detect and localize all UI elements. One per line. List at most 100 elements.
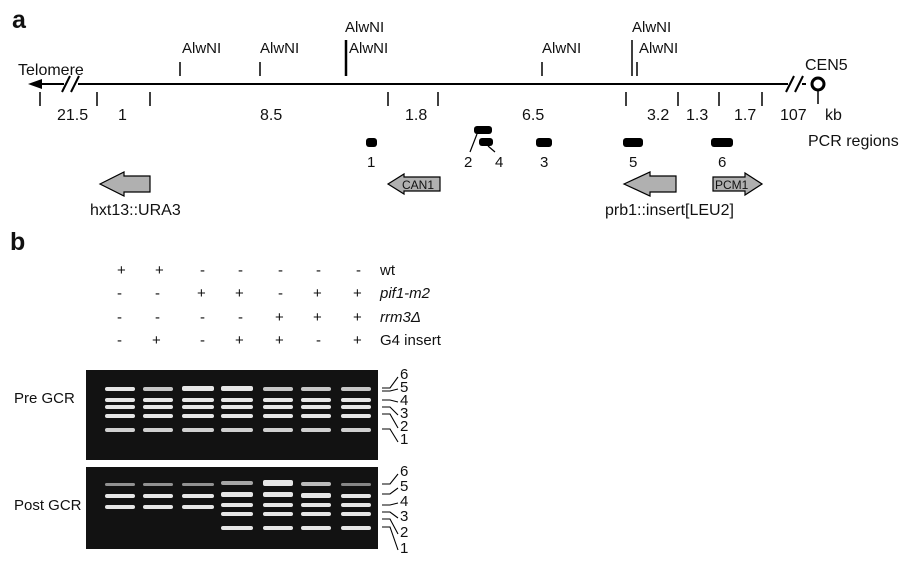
kb-unit-label: kb	[825, 107, 842, 124]
centromere-circle-icon	[810, 76, 826, 92]
panel-b-label: b	[10, 228, 25, 256]
genotype-table: + + - - - - - wt - - + + - + + pif1-m2 -…	[117, 262, 442, 349]
genotype-row-g4: - + - + + - + G4 insert	[117, 332, 442, 349]
svg-text:-: -	[117, 285, 122, 302]
pre-band-4: 4	[400, 392, 408, 409]
svg-text:-: -	[200, 332, 205, 349]
prb1-label: prb1::insert[LEU2]	[605, 202, 734, 219]
distance-2: 1	[118, 107, 127, 124]
pre-band-6: 6	[400, 366, 408, 383]
distance-3: 8.5	[260, 107, 282, 124]
pcr-label-5: 5	[629, 154, 637, 171]
pcr-regions-label: PCR regions	[808, 133, 899, 150]
post-band-3: 3	[400, 508, 408, 525]
distance-4: 1.8	[405, 107, 427, 124]
pcr-label-1: 1	[367, 154, 375, 171]
svg-text:+: +	[152, 332, 161, 349]
post-gcr-label: Post GCR	[14, 497, 82, 514]
genotype-label-rrm3: rrm3Δ	[380, 309, 421, 326]
pre-band-1: 1	[400, 431, 408, 448]
svg-text:-: -	[356, 262, 361, 279]
cen5-label: CEN5	[805, 57, 848, 74]
break-mark-left-2	[70, 75, 80, 93]
genotype-label-pif1: pif1-m2	[379, 285, 431, 302]
svg-text:-: -	[155, 309, 160, 326]
svg-text:+: +	[353, 285, 362, 302]
pre-gcr-band-leaders	[382, 376, 399, 443]
genotype-row-pif1: - - + + - + + pif1-m2	[117, 285, 431, 302]
post-band-4: 4	[400, 493, 408, 510]
svg-text:-: -	[200, 309, 205, 326]
post-gcr-bands	[105, 480, 371, 530]
pcr-label-6: 6	[718, 154, 726, 171]
pcr-2-leader	[469, 133, 478, 153]
pcr-label-2: 2	[464, 154, 472, 171]
pre-band-5: 5	[400, 379, 408, 396]
svg-text:+: +	[155, 262, 164, 279]
distance-8: 1.7	[734, 107, 756, 124]
post-band-5: 5	[400, 478, 408, 495]
pcr-label-4: 4	[495, 154, 503, 171]
svg-text:+: +	[235, 285, 244, 302]
svg-text:-: -	[117, 309, 122, 326]
genotype-row-rrm3: - - - - + + + rrm3Δ	[117, 309, 421, 326]
svg-text:+: +	[353, 332, 362, 349]
hxt13-arrow-icon	[98, 171, 151, 197]
break-mark-right-2	[794, 75, 804, 93]
svg-text:+: +	[197, 285, 206, 302]
pre-band-2: 2	[400, 418, 408, 435]
can1-arrow-icon	[386, 172, 441, 196]
site-label-3: AlwNI	[345, 19, 384, 36]
telomere-label: Telomere	[18, 62, 84, 79]
restriction-site-ticks	[179, 40, 638, 76]
can1-label: CAN1	[402, 178, 434, 192]
svg-text:+: +	[275, 332, 284, 349]
prb1-arrow-icon	[622, 171, 677, 197]
svg-text:+: +	[235, 332, 244, 349]
svg-text:-: -	[155, 285, 160, 302]
site-label-4: AlwNI	[349, 40, 388, 57]
hxt13-label: hxt13::URA3	[90, 202, 181, 219]
svg-text:-: -	[117, 332, 122, 349]
pcm1-arrow-icon	[712, 171, 764, 197]
pcr-region-bars	[366, 126, 733, 147]
svg-text:-: -	[316, 332, 321, 349]
site-label-2: AlwNI	[260, 40, 299, 57]
post-band-1: 1	[400, 540, 408, 557]
site-label-6: AlwNI	[632, 19, 671, 36]
genotype-label-g4: G4 insert	[380, 332, 442, 349]
distance-5: 6.5	[522, 107, 544, 124]
site-label-7: AlwNI	[639, 40, 678, 57]
svg-text:-: -	[238, 262, 243, 279]
distance-6: 3.2	[647, 107, 669, 124]
break-mark-left-1	[61, 75, 71, 93]
svg-text:+: +	[353, 309, 362, 326]
panel-a-label: a	[12, 6, 27, 34]
genotype-row-wt: + + - - - - - wt	[117, 262, 396, 279]
post-band-2: 2	[400, 524, 408, 541]
site-label-1: AlwNI	[182, 40, 221, 57]
distance-9: 107	[780, 107, 807, 124]
svg-text:+: +	[313, 285, 322, 302]
svg-text:-: -	[278, 262, 283, 279]
svg-text:-: -	[278, 285, 283, 302]
pre-gcr-bands	[105, 386, 371, 432]
telomere-arrow-icon	[28, 79, 42, 89]
distance-ticks	[39, 92, 763, 106]
distance-1: 21.5	[57, 107, 88, 124]
svg-text:-: -	[200, 262, 205, 279]
pcr-label-3: 3	[540, 154, 548, 171]
pre-band-3: 3	[400, 405, 408, 422]
svg-text:+: +	[313, 309, 322, 326]
post-band-6: 6	[400, 463, 408, 480]
svg-text:-: -	[238, 309, 243, 326]
pcm1-label: PCM1	[715, 178, 749, 192]
distance-7: 1.3	[686, 107, 708, 124]
svg-text:+: +	[117, 262, 126, 279]
pre-gcr-label: Pre GCR	[14, 390, 75, 407]
post-gcr-band-leaders	[382, 473, 399, 551]
break-mark-right-1	[785, 75, 795, 93]
pcr-4-leader	[487, 145, 496, 153]
svg-text:-: -	[316, 262, 321, 279]
